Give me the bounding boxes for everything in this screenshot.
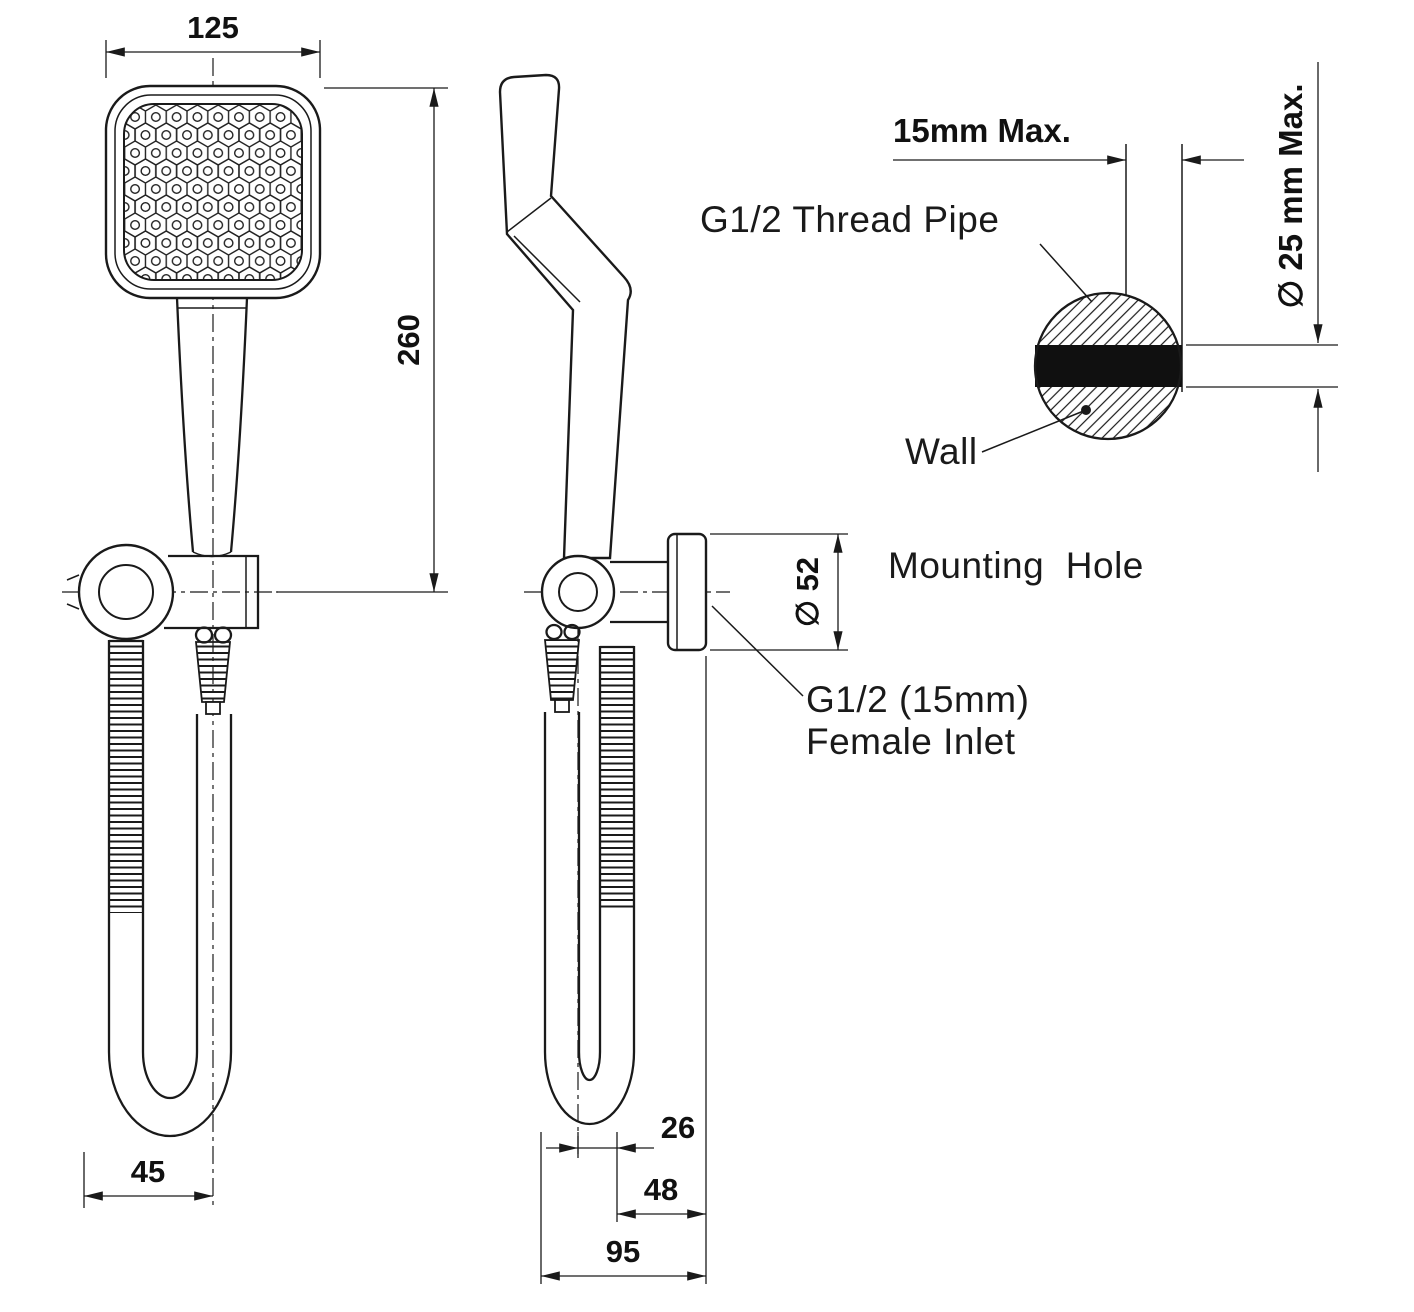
wall-bracket-front (62, 543, 278, 644)
shower-head-front (104, 84, 322, 300)
dimension-head-width: 125 (105, 10, 321, 78)
dimension-overall-height: 260 (276, 87, 448, 593)
side-view: ∅ 52 G1/2 (15mm) Female Inlet Mounting H… (498, 73, 1144, 1284)
dim-pipe-diameter-label: ∅ 25 mm Max. (1272, 83, 1309, 308)
dim-bracket-diameter-label: ∅ 52 (790, 557, 825, 627)
hose-connector-side (544, 639, 580, 713)
pipe-section (1035, 345, 1182, 387)
dim-wall-thickness-label: 15mm Max. (893, 112, 1071, 149)
thread-pipe-callout: G1/2 Thread Pipe (700, 199, 1093, 303)
wall-section (1033, 291, 1183, 441)
female-inlet-label-line1: G1/2 (15mm) (806, 679, 1029, 720)
wall-bracket-side (540, 532, 708, 652)
female-inlet-label-line2: Female Inlet (806, 721, 1016, 762)
dim-handle-to-hose-label: 26 (661, 1110, 695, 1145)
handle-front (175, 297, 249, 558)
hose-front (107, 639, 233, 1138)
spray-face (123, 103, 303, 281)
hose-side (543, 645, 636, 1126)
wall-callout: Wall (905, 405, 1091, 472)
female-inlet-leader (711, 605, 804, 697)
front-view: 125 (62, 10, 448, 1208)
mounting-plate (666, 532, 708, 652)
wall-leader-dot (1081, 405, 1091, 415)
wall-leader (981, 409, 1087, 453)
female-inlet-callout: G1/2 (15mm) Female Inlet (711, 605, 1029, 762)
dimension-bracket-diameter: ∅ 52 (710, 533, 848, 651)
wall-label: Wall (905, 431, 978, 472)
dim-overall-depth-label: 95 (606, 1234, 640, 1269)
dim-overall-height-label: 260 (391, 314, 426, 366)
dim-hose-to-wall-label: 48 (644, 1172, 678, 1207)
mounting-hole-label: Mounting Hole (888, 545, 1144, 586)
dimension-hose-offset: 45 (83, 1152, 213, 1208)
dim-hose-offset-label: 45 (131, 1154, 165, 1189)
dimension-pipe-diameter: ∅ 25 mm Max. (1186, 62, 1338, 472)
shower-head-side (498, 73, 632, 560)
thread-pipe-leader (1039, 243, 1093, 303)
thread-pipe-label: G1/2 Thread Pipe (700, 199, 999, 240)
hose-connector-front (195, 641, 231, 715)
dim-head-width-label: 125 (187, 10, 239, 45)
wall-mount-detail: 15mm Max. G1/2 Thread Pipe Wall ∅ 25 mm … (700, 62, 1338, 472)
dimension-depths: 26 48 95 (540, 656, 707, 1284)
